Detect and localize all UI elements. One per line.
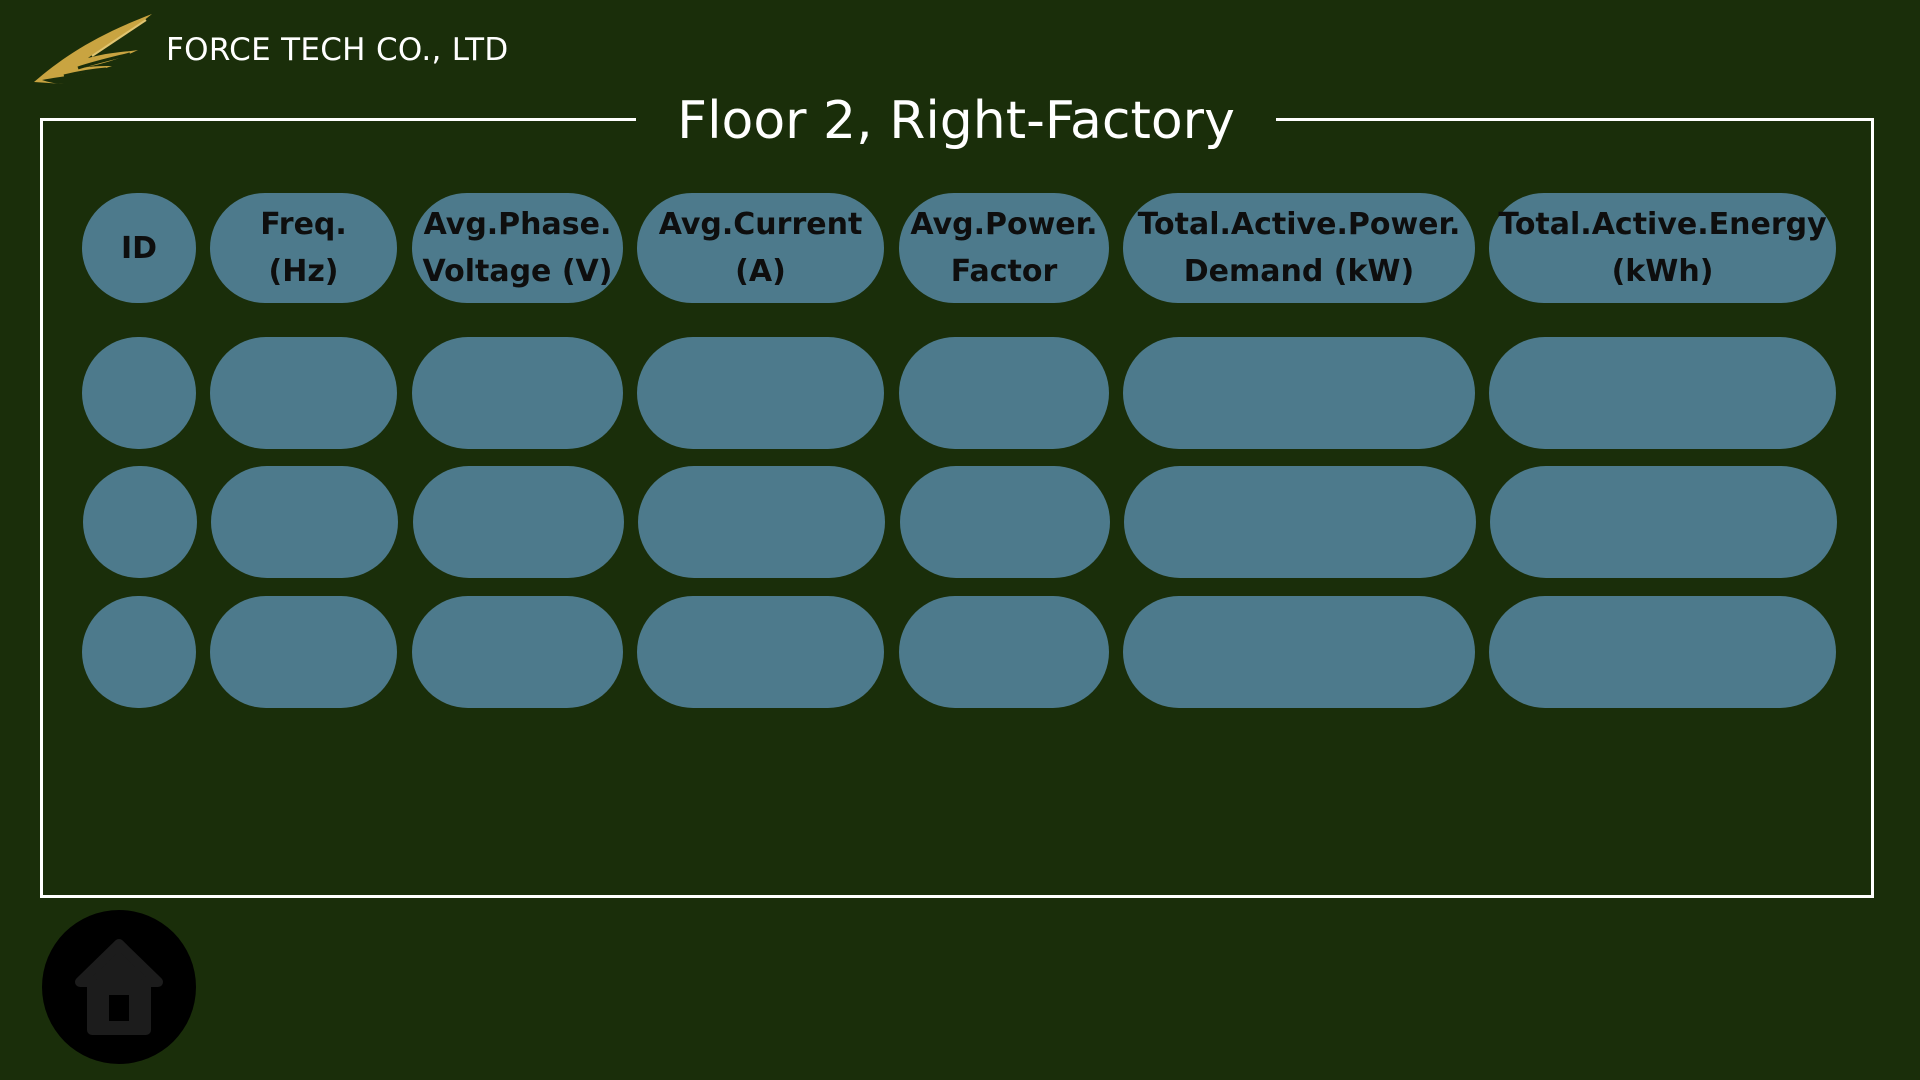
row-2-id <box>83 466 197 578</box>
company-name: FORCE TECH CO., LTD <box>166 32 509 68</box>
row-3-energy <box>1489 596 1836 708</box>
header-freq: Freq. (Hz) <box>210 193 397 303</box>
row-3-power-factor <box>899 596 1109 708</box>
row-1-power-factor <box>899 337 1109 449</box>
home-icon <box>75 939 163 1035</box>
header-id: ID <box>82 193 196 303</box>
row-2-freq <box>211 466 398 578</box>
row-3-id <box>82 596 196 708</box>
row-3-current <box>637 596 884 708</box>
row-3-demand <box>1123 596 1475 708</box>
row-2-voltage <box>413 466 624 578</box>
row-2-demand <box>1124 466 1476 578</box>
row-1-demand <box>1123 337 1475 449</box>
row-2-current <box>638 466 885 578</box>
header-current: Avg.Current (A) <box>637 193 884 303</box>
row-1-current <box>637 337 884 449</box>
brand: FORCE TECH CO., LTD <box>34 14 509 86</box>
row-1-id <box>82 337 196 449</box>
header-energy: Total.Active.Energy (kWh) <box>1489 193 1836 303</box>
row-3-voltage <box>412 596 623 708</box>
header-voltage: Avg.Phase. Voltage (V) <box>412 193 623 303</box>
row-1-energy <box>1489 337 1836 449</box>
row-3-freq <box>210 596 397 708</box>
row-2-energy <box>1490 466 1837 578</box>
golden-wing-icon <box>34 14 152 84</box>
header-demand: Total.Active.Power. Demand (kW) <box>1123 193 1475 303</box>
row-2-power-factor <box>900 466 1110 578</box>
panel-title: Floor 2, Right-Factory <box>636 86 1276 156</box>
row-1-freq <box>210 337 397 449</box>
row-1-voltage <box>412 337 623 449</box>
home-button[interactable] <box>42 910 196 1064</box>
header-power-factor: Avg.Power. Factor <box>899 193 1109 303</box>
